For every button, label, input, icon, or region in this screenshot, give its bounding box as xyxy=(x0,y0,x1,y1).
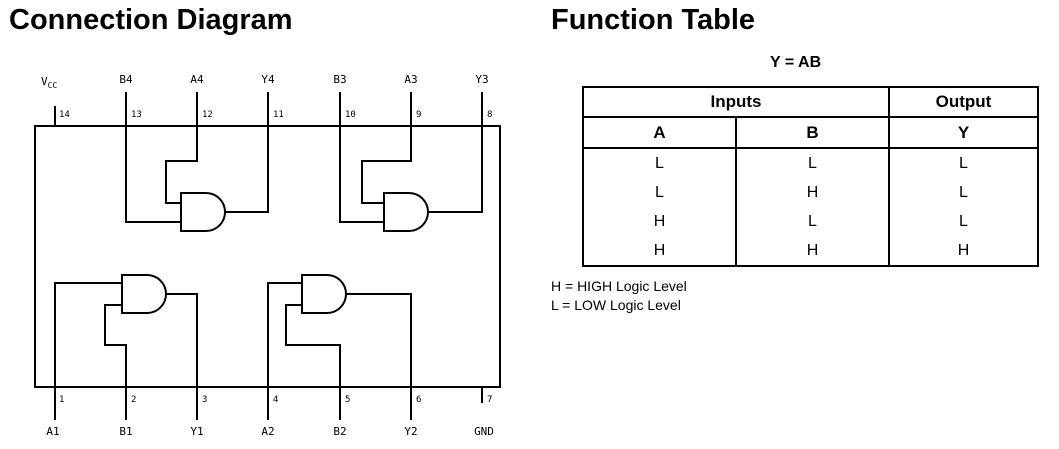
pin-label-y2: Y2 xyxy=(404,425,417,438)
wire-a4 xyxy=(165,126,198,204)
pin-number-7: 7 xyxy=(487,395,492,405)
table-row: H L L xyxy=(582,207,1039,236)
pin-number-1: 1 xyxy=(59,395,64,405)
cell-b: H xyxy=(735,236,890,267)
pin-label-a3: A3 xyxy=(404,73,417,86)
pin-number-9: 9 xyxy=(416,110,421,120)
wire-y2 xyxy=(346,293,412,387)
cell-b: L xyxy=(735,148,890,178)
pin-label-vcc: VCC xyxy=(41,75,57,90)
column-y-header: Y xyxy=(888,116,1039,149)
pin-number-2: 2 xyxy=(131,395,136,405)
inputs-header: Inputs xyxy=(582,86,890,118)
pin-label-a1: A1 xyxy=(46,425,59,438)
pin-number-5: 5 xyxy=(345,395,350,405)
and-gate-2 xyxy=(301,274,347,314)
pin-label-y3: Y3 xyxy=(475,73,488,86)
wire-b4 xyxy=(125,126,181,223)
pin-label-y1: Y1 xyxy=(190,425,203,438)
pin-number-12: 12 xyxy=(202,110,213,120)
pin-label-a4: A4 xyxy=(190,73,204,86)
wire-a1 xyxy=(54,282,122,387)
cell-y: L xyxy=(888,148,1039,178)
function-table-title: Function Table xyxy=(551,4,756,36)
cell-y: H xyxy=(888,236,1039,267)
legend-high: H = HIGH Logic Level xyxy=(551,278,687,294)
cell-b: H xyxy=(735,178,890,207)
connection-diagram-title: Connection Diagram xyxy=(9,4,293,36)
pin-number-14: 14 xyxy=(59,110,70,120)
wire-b3 xyxy=(339,126,384,223)
pin-number-8: 8 xyxy=(487,110,492,120)
pin-number-11: 11 xyxy=(273,110,284,120)
pin-label-b4: B4 xyxy=(119,73,133,86)
and-gate-1 xyxy=(121,274,167,314)
wire-a2 xyxy=(267,282,302,387)
cell-a: H xyxy=(582,207,737,236)
legend-low: L = LOW Logic Level xyxy=(551,297,681,313)
pin-label-b1: B1 xyxy=(119,425,132,438)
wire-b1 xyxy=(104,304,127,387)
cell-y: L xyxy=(888,178,1039,207)
table-row: L H L xyxy=(582,178,1039,207)
output-header: Output xyxy=(888,86,1039,118)
cell-a: L xyxy=(582,178,737,207)
wire-a3 xyxy=(361,126,412,204)
pin-number-13: 13 xyxy=(131,110,142,120)
logic-equation: Y = AB xyxy=(770,54,822,71)
pin-label-b2: B2 xyxy=(333,425,346,438)
wire-b2 xyxy=(285,304,341,387)
pin-label-gnd: GND xyxy=(474,425,494,438)
wire-y3 xyxy=(428,126,483,213)
cell-b: L xyxy=(735,207,890,236)
wire-y1 xyxy=(166,293,198,387)
wire-y4 xyxy=(225,126,269,213)
cell-a: H xyxy=(582,236,737,267)
pin-number-4: 4 xyxy=(273,395,278,405)
and-gate-4 xyxy=(180,192,226,232)
column-a-header: A xyxy=(582,116,737,149)
cell-y: L xyxy=(888,207,1039,236)
function-table: Inputs Output A B Y L L L L H L H L L H … xyxy=(582,86,1039,267)
table-row: H H H xyxy=(582,236,1039,267)
cell-a: L xyxy=(582,148,737,178)
column-b-header: B xyxy=(735,116,890,149)
pin-number-10: 10 xyxy=(345,110,356,120)
and-gate-3 xyxy=(383,192,429,232)
connection-diagram: VCC B4 A4 Y4 B3 A3 Y3 14 13 12 11 10 9 8… xyxy=(34,73,501,438)
table-row: L L L xyxy=(582,148,1039,178)
pin-number-3: 3 xyxy=(202,395,207,405)
pin-number-6: 6 xyxy=(416,395,421,405)
pin-label-a2: A2 xyxy=(261,425,274,438)
pin-label-y4: Y4 xyxy=(261,73,275,86)
pin-label-b3: B3 xyxy=(333,73,346,86)
